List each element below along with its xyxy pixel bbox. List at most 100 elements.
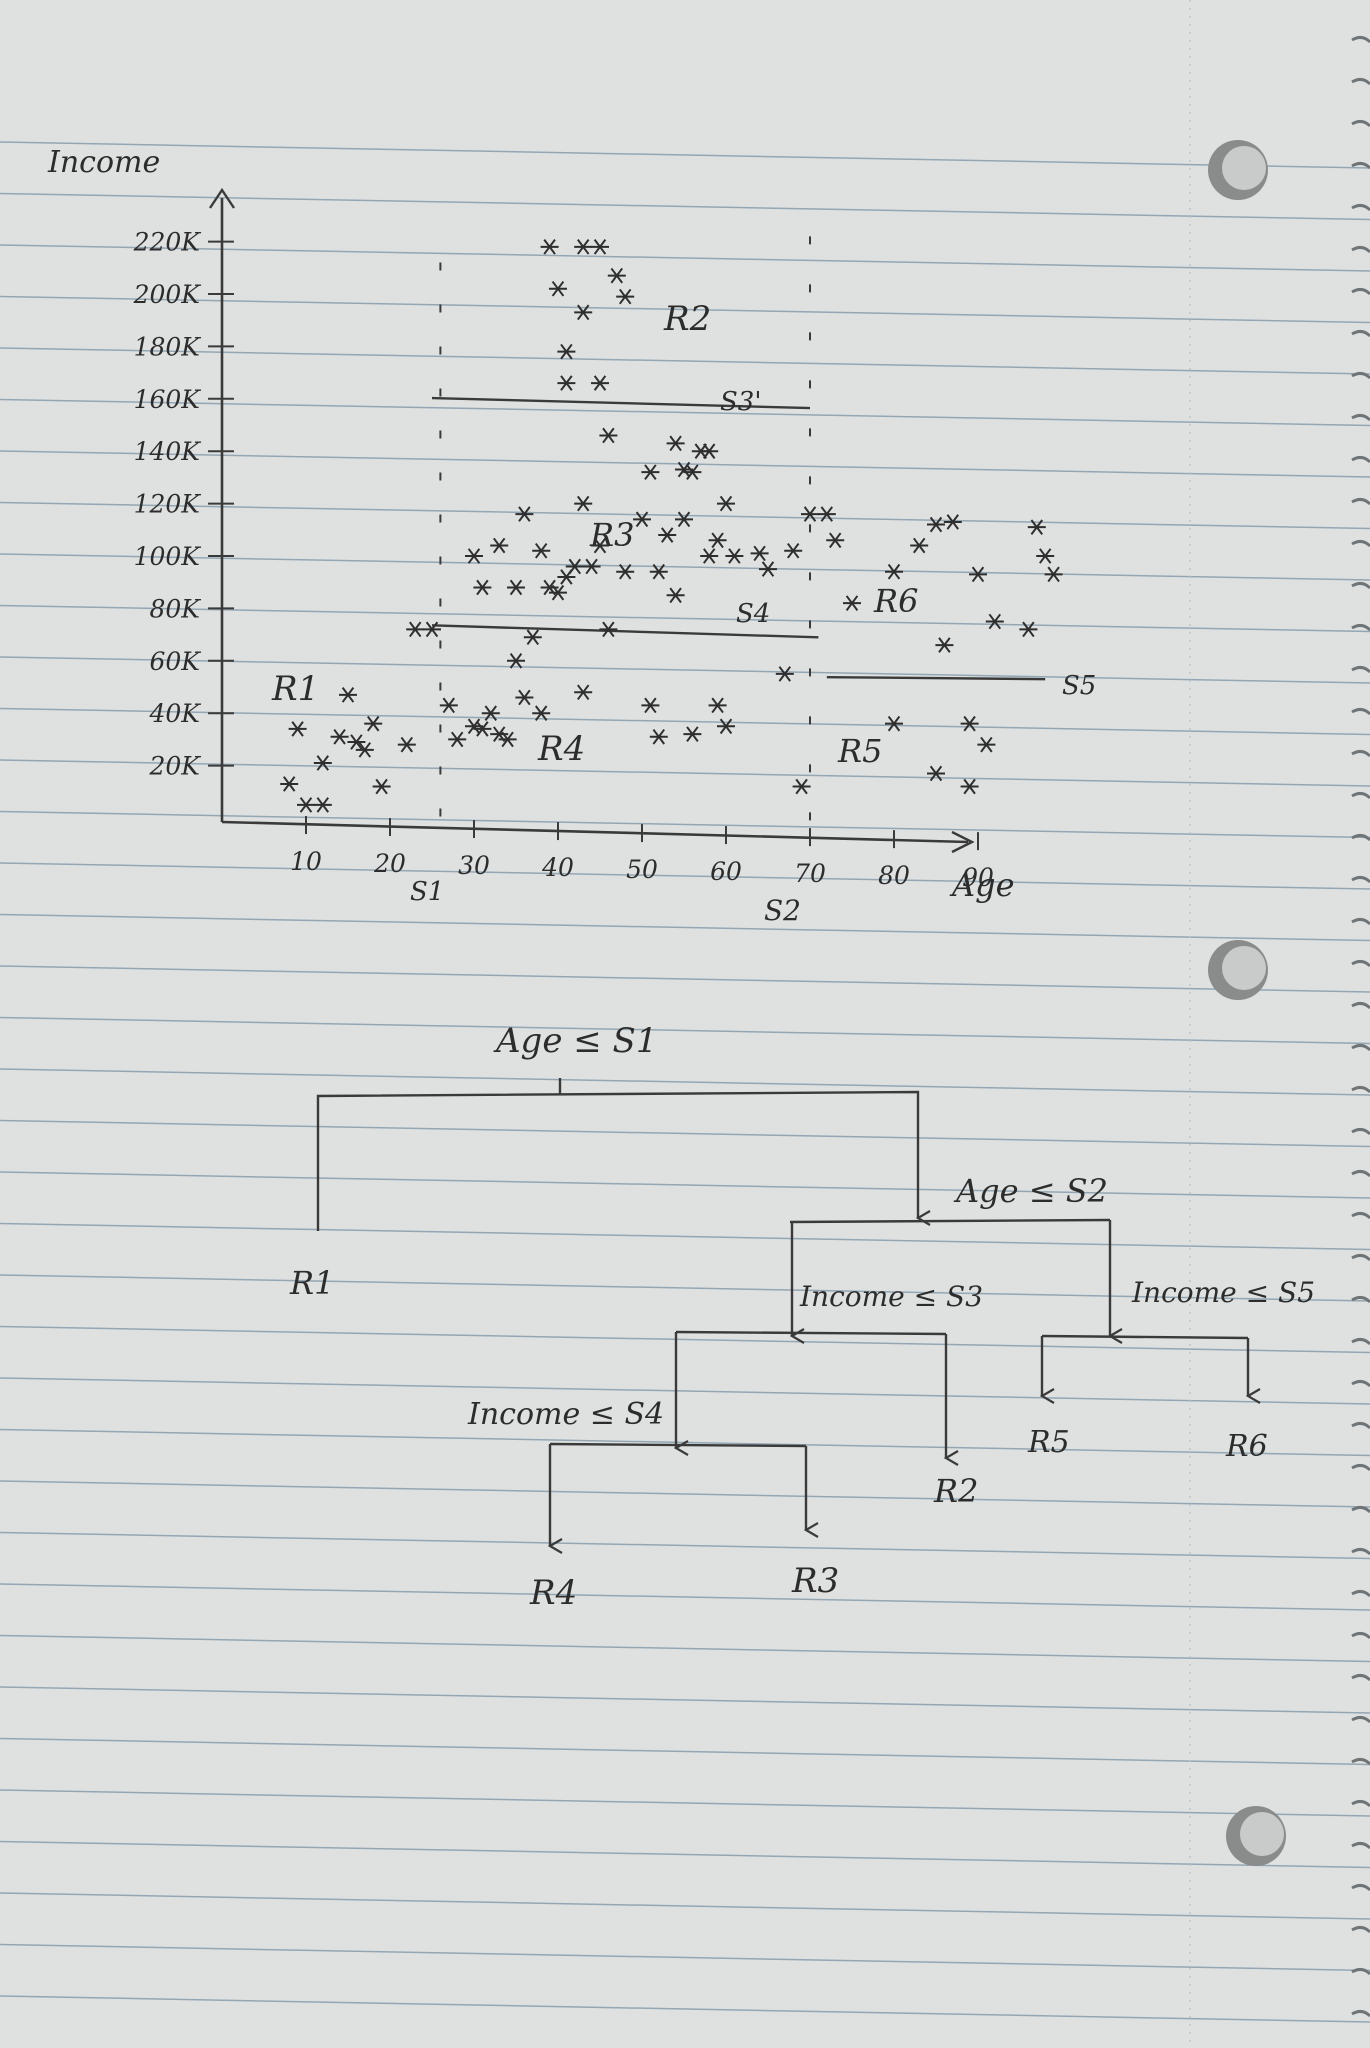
data-point [448,731,467,748]
data-point [910,537,929,554]
data-point [943,514,962,530]
split-label-s4: S4 [736,599,770,629]
data-point [927,516,945,533]
data-point [473,579,492,596]
data-point [843,595,861,611]
tree-leaf-r4: R4 [529,1573,577,1613]
data-point [885,715,903,732]
split-label-s1: S1 [410,877,444,907]
data-point [280,776,299,792]
x-tick-label: 60 [710,857,742,886]
y-tick-label: 180K [134,332,202,361]
data-point [759,561,777,577]
split-line-s3 [431,396,811,410]
data-point [313,755,332,771]
data-point [817,506,836,522]
y-tick-label: 40K [149,699,202,728]
tree-node-age-s2: Age ≤ S2 [953,1172,1108,1210]
split-line-s5 [826,675,1046,681]
data-point [717,718,735,735]
x-tick-label: 80 [878,861,910,890]
split-label-s3: S3' [720,387,762,417]
data-point [515,689,534,706]
data-point [960,715,979,732]
data-point [784,542,803,559]
data-point [666,435,685,452]
tree-node-income-s4: Income ≤ S4 [467,1397,664,1432]
tree-edge [1041,1334,1249,1340]
data-point [708,532,727,549]
x-axis-label: Age [949,866,1015,904]
data-point [582,558,601,575]
data-point [473,721,492,737]
data-point [540,239,559,255]
data-point [532,542,551,559]
region-label-r4: R4 [537,729,585,769]
data-point [591,375,609,391]
data-point [465,548,483,564]
data-point [372,778,391,795]
data-point [700,443,719,459]
y-tick-label: 160K [134,385,202,414]
data-point [599,621,618,638]
data-point [481,705,500,722]
data-point [985,613,1004,630]
tree-leaf-r5: R5 [1027,1425,1070,1460]
spiral-edge [1351,35,1370,2018]
split-label-s5: S5 [1062,671,1096,701]
data-point [1044,566,1063,583]
data-point [641,464,660,480]
data-point [675,511,693,528]
y-tick-label: 100K [134,542,202,571]
tree-edge [789,1218,1111,1224]
data-point [792,778,811,795]
tree-edge [316,1090,918,1231]
data-point [591,239,609,255]
data-point [607,267,626,284]
binder-hole-icon [1208,140,1286,1866]
data-point [599,427,618,444]
data-point [885,563,903,580]
data-point [633,511,651,528]
tree-leaf-r3: R3 [791,1561,839,1601]
y-tick-label: 220K [133,228,202,257]
data-point [565,558,584,575]
x-tick-label: 30 [458,851,490,880]
data-point [507,579,525,596]
data-point [423,621,441,638]
data-point [523,629,542,646]
data-point [969,566,987,583]
region-label-r2: R2 [663,299,711,339]
data-point [1027,519,1046,535]
tree-leaf-r2: R2 [933,1472,978,1510]
data-point [507,652,525,669]
data-point [439,697,458,714]
tree-node-root: Age ≤ S1 [493,1021,657,1061]
data-point [574,304,593,321]
data-point [557,343,576,360]
data-point [750,545,769,562]
data-point [708,697,727,714]
scatter-plot: Income 220K200K180K160K140K120K100K80K60… [47,145,1096,927]
data-point [1036,548,1055,564]
data-point [616,563,635,580]
data-point [313,797,332,813]
data-point [801,506,819,522]
data-point [574,495,593,512]
tree-edge [549,1442,807,1448]
region-label-r1: R1 [271,669,319,709]
data-point [549,280,567,297]
data-point [641,697,660,714]
data-point [977,736,996,753]
x-tick-label: 90 [962,863,994,892]
data-point [355,742,374,758]
data-point [1019,621,1038,638]
split-label-s2: S2 [764,894,801,927]
x-tick-label: 50 [626,855,658,884]
data-point [515,506,534,522]
data-point [616,288,635,305]
data-point [397,736,416,753]
